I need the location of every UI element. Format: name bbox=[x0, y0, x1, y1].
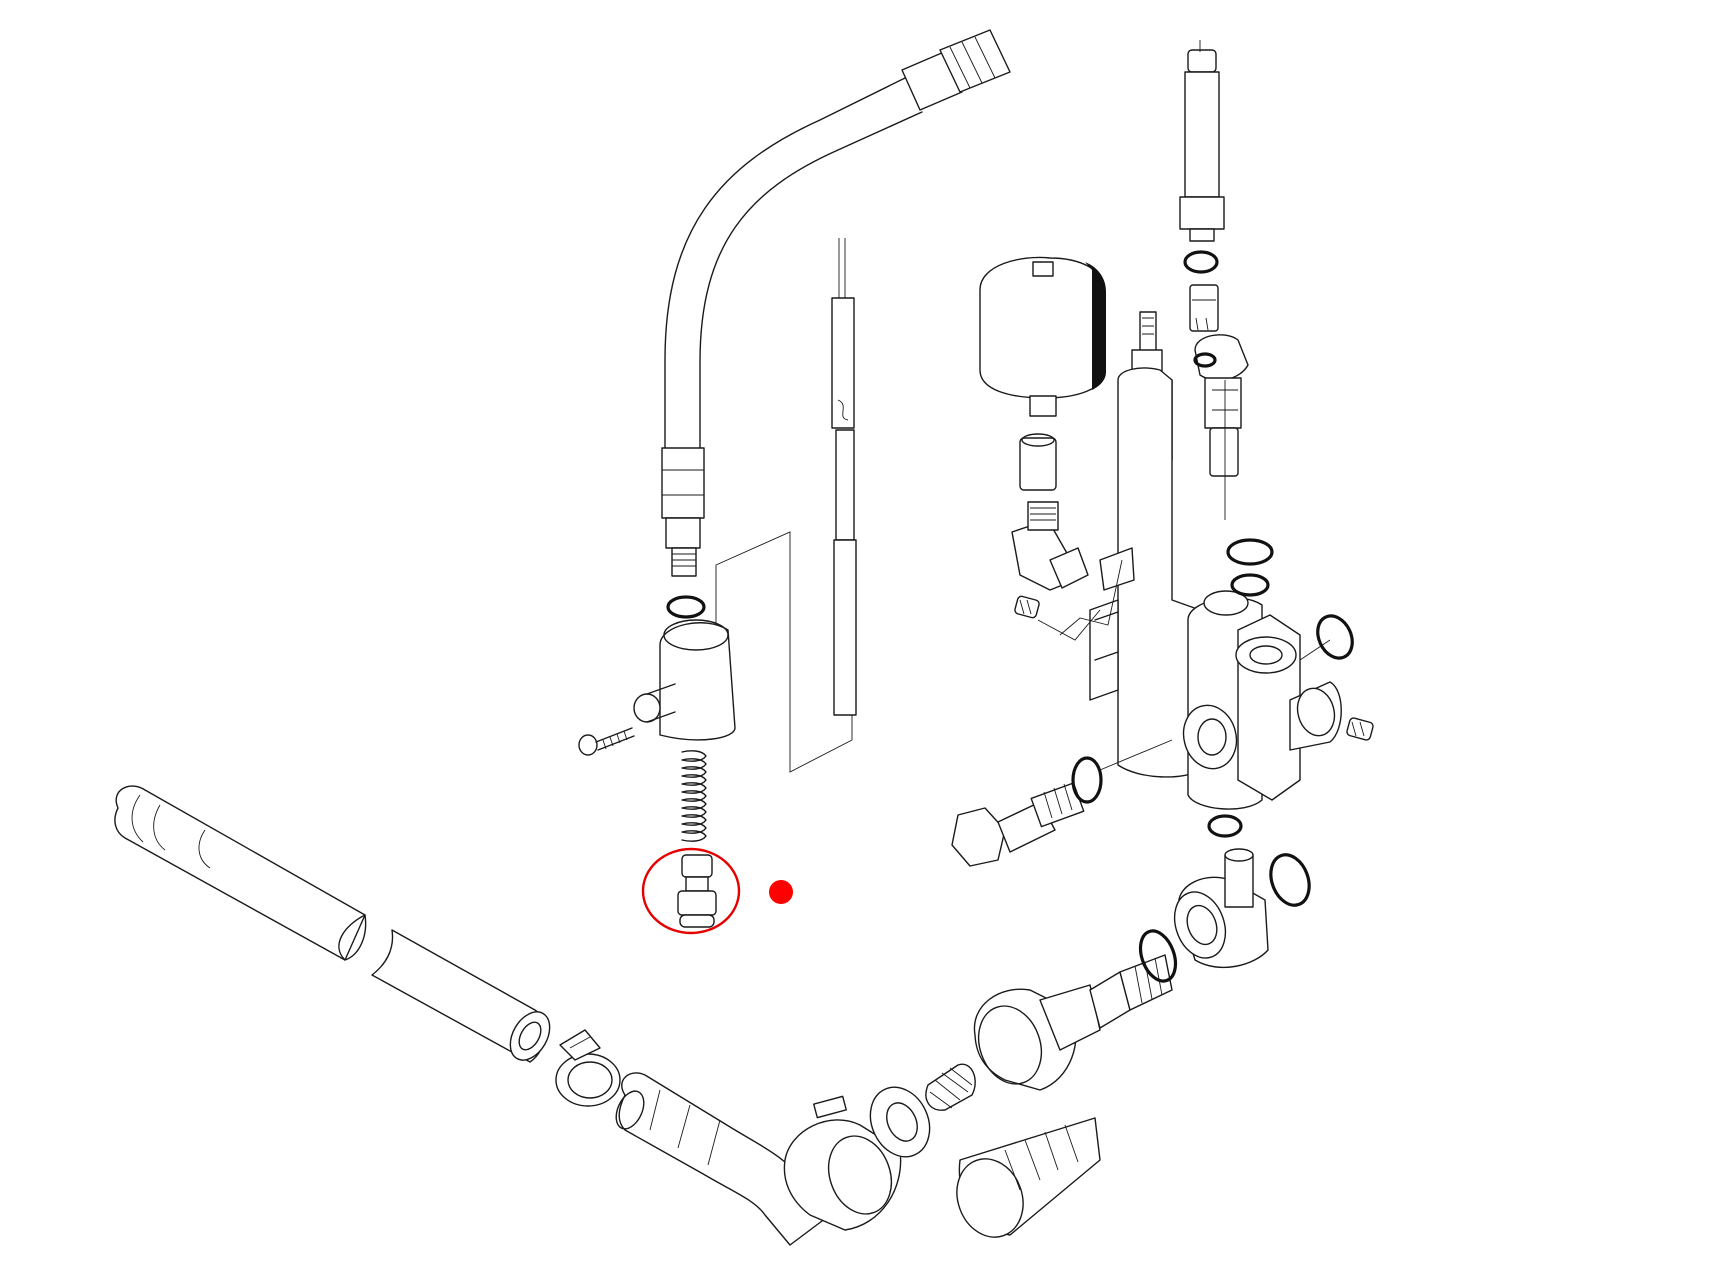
o-ring-hose bbox=[666, 595, 706, 619]
reducing-nipple bbox=[1019, 433, 1057, 491]
elbow-fitting bbox=[1011, 501, 1089, 591]
o-rings bbox=[1071, 250, 1354, 983]
suction-filter bbox=[956, 1117, 1101, 1238]
pressure-accumulator bbox=[979, 256, 1106, 417]
highlight-circle bbox=[641, 847, 741, 935]
union-nut bbox=[783, 1095, 902, 1231]
upper-filter-element bbox=[1179, 40, 1225, 242]
spring bbox=[681, 750, 707, 842]
filter-housing bbox=[1235, 614, 1342, 801]
small-filter-cup bbox=[1189, 284, 1219, 332]
highlight-marker bbox=[769, 880, 793, 904]
set-screws bbox=[1014, 595, 1374, 741]
valve-housing bbox=[633, 619, 736, 741]
valve-insert bbox=[677, 854, 717, 928]
banjo-bolt bbox=[951, 782, 1085, 867]
screw bbox=[578, 727, 635, 756]
threaded-connector bbox=[973, 954, 1173, 1091]
hose-clamp bbox=[555, 1029, 621, 1107]
hose-connector bbox=[1173, 848, 1269, 968]
flat-washer bbox=[869, 1086, 931, 1158]
elbow-hose-fitting bbox=[615, 1072, 831, 1246]
check-valve-cartridge bbox=[1194, 334, 1249, 477]
suction-hose bbox=[114, 785, 551, 1063]
strainer-insert bbox=[925, 1063, 976, 1111]
float-switch-rod bbox=[715, 238, 857, 773]
high-pressure-hose bbox=[661, 29, 1011, 577]
leader-lines bbox=[1037, 380, 1331, 771]
